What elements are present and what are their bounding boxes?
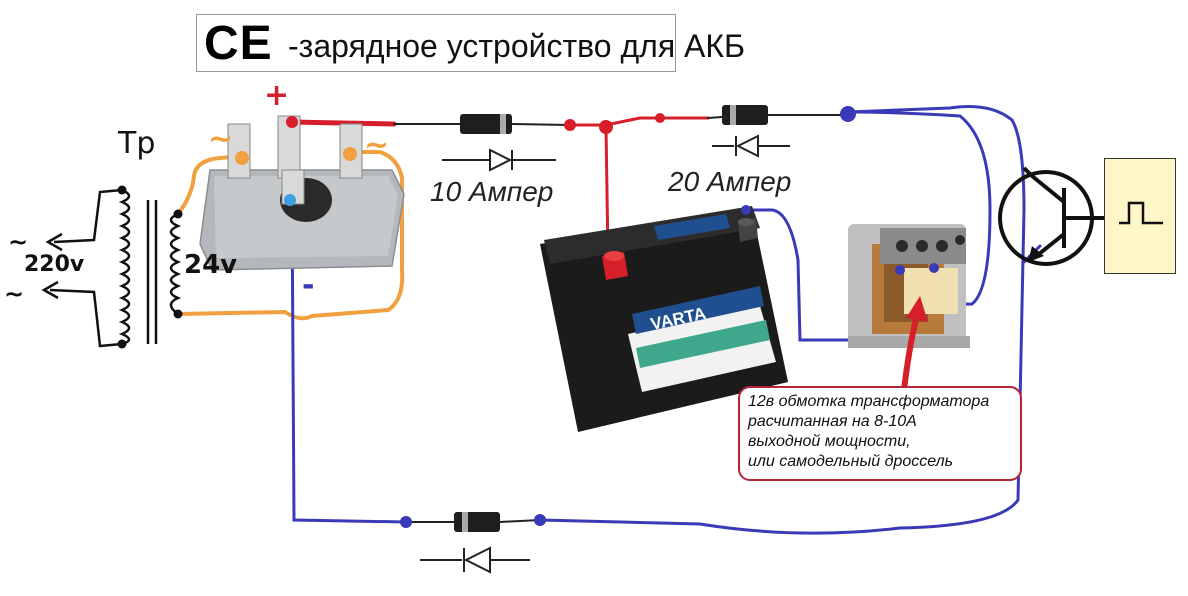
junction-dots-blue	[400, 106, 856, 528]
ac-wire-top	[176, 154, 244, 216]
diode-10a-symbol	[442, 148, 556, 172]
note-line: выходной мощности,	[748, 433, 911, 450]
mains-voltage-label: 220v	[24, 252, 85, 277]
primary-lead-bottom	[49, 288, 123, 348]
note-line: 12в обмотка трансформатора	[748, 393, 990, 410]
plus-label: +	[264, 78, 290, 113]
red-wire-main	[287, 119, 397, 127]
minus-label: -	[302, 268, 315, 303]
diode-20a-label: 20 Ампер	[668, 166, 792, 197]
emitter-arrowhead	[1028, 246, 1044, 262]
positive-wiring	[287, 114, 847, 260]
choke	[848, 224, 970, 348]
note-line: расчитанная на 8-10А	[748, 413, 917, 430]
ac-wiring	[176, 150, 405, 321]
bridge-terminal-dots	[235, 116, 357, 206]
primary-lead-top	[53, 188, 123, 244]
diode-bottom-symbol	[420, 546, 530, 574]
pointer-arrow	[901, 296, 928, 393]
secondary-voltage-label: 24v	[184, 250, 238, 280]
diode-20a-body	[722, 105, 768, 125]
ac-tilde-left: ~	[208, 122, 234, 157]
mains-tilde-top: ~	[8, 228, 29, 256]
transformer-label: Tp	[118, 126, 156, 161]
title-ce-mark: CE	[204, 17, 273, 70]
transistor-collector-lead	[1022, 166, 1034, 178]
transformer	[49, 188, 182, 348]
primary-coil	[118, 188, 131, 346]
page-title: -зарядное устройство для АКБ	[288, 28, 746, 64]
diode-10a-label: 10 Ампер	[430, 176, 554, 207]
blue-wire-negative	[290, 198, 408, 524]
ac-tilde-right: ~	[364, 128, 390, 163]
transformer-terminals	[117, 185, 183, 349]
title-box	[196, 14, 676, 72]
bottom-diode-leads	[406, 519, 541, 523]
secondary-coil	[169, 212, 182, 316]
transformer-arrowheads	[41, 232, 63, 300]
pulse-generator-box	[1104, 158, 1176, 274]
black-lead-2	[511, 123, 571, 126]
diode-20a-symbol	[712, 134, 790, 158]
black-lead-3	[707, 116, 723, 119]
square-pulse-icon	[1119, 201, 1163, 225]
junction-dots-red	[564, 113, 665, 134]
diode-bottom-body	[454, 512, 500, 532]
red-wire-mid	[568, 116, 710, 127]
choke-note: 12в обмотка трансформатора расчитанная н…	[738, 386, 1022, 481]
mains-tilde-bottom: ~	[4, 280, 25, 308]
battery	[540, 205, 788, 432]
blue-wire-return	[538, 105, 1026, 535]
ac-wire-bottom	[176, 150, 405, 321]
diode-10a-body	[460, 114, 512, 134]
note-line: или самодельный дроссель	[748, 453, 954, 470]
transistor	[998, 170, 1104, 266]
